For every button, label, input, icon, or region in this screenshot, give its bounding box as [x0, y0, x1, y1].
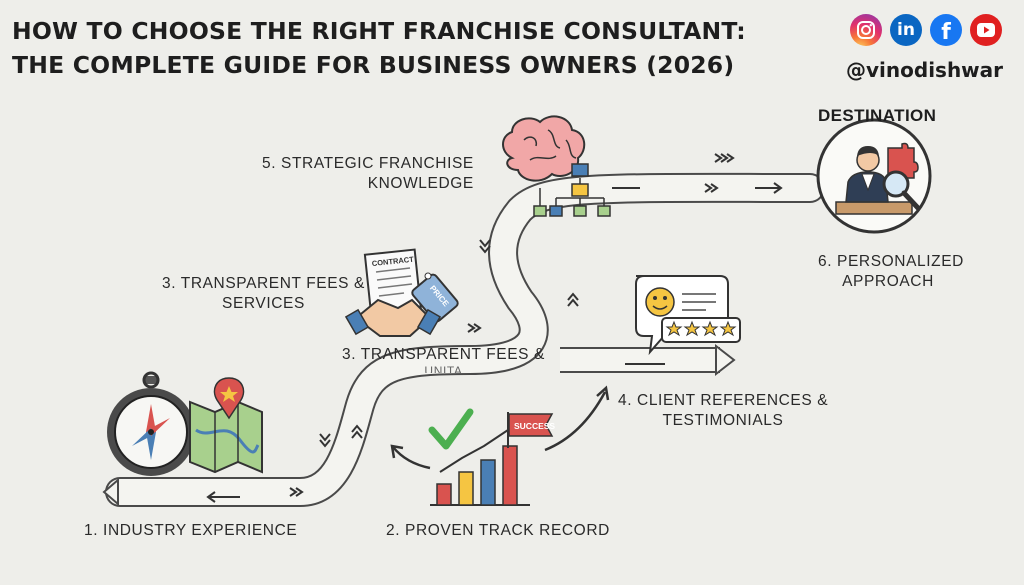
compass-icon — [107, 371, 195, 476]
instagram-icon[interactable] — [850, 14, 882, 46]
step-1-label: 1. INDUSTRY EXPERIENCE — [84, 522, 298, 539]
contract-text: CONTRACT — [371, 255, 414, 268]
step-2-label: 2. PROVEN TRACK RECORD — [386, 522, 610, 539]
social-links: in f — [850, 14, 1002, 46]
step-4-line-1: 4. CLIENT REFERENCES & — [618, 392, 829, 409]
facebook-glyph: f — [941, 19, 951, 45]
step-4-label: 4. CLIENT REFERENCES & TESTIMONIALS — [618, 391, 828, 431]
growth-chart-icon — [428, 408, 554, 506]
step-6-label: 6. PERSONALIZED APPROACH — [818, 252, 964, 292]
contract-handshake-icon — [344, 248, 459, 337]
testimonial-bubble-icon — [635, 275, 741, 356]
linkedin-icon[interactable]: in — [890, 14, 922, 46]
page-title: HOW TO CHOOSE THE RIGHT FRANCHISE CONSUL… — [12, 14, 746, 82]
step-3-duplicate-line-2: UNITA — [424, 365, 463, 373]
youtube-icon[interactable] — [970, 14, 1002, 46]
step-3-line-1: 3. TRANSPARENT FEES & — [162, 275, 365, 292]
lane-arrows — [206, 153, 783, 503]
title-line-2: THE COMPLETE GUIDE FOR BUSINESS OWNERS (… — [12, 51, 735, 79]
youtube-glyph — [977, 23, 995, 37]
step-6-line-1: 6. PERSONALIZED — [818, 253, 964, 270]
success-flag-text: SUCCESS — [514, 421, 555, 431]
flowchart-icon — [533, 163, 611, 217]
facebook-icon[interactable]: f — [930, 14, 962, 46]
step-3-label: 3. TRANSPARENT FEES & SERVICES — [162, 274, 365, 314]
title-line-1: HOW TO CHOOSE THE RIGHT FRANCHISE CONSUL… — [12, 17, 746, 45]
road-surface — [107, 174, 823, 505]
social-handle: @vinodishwar — [846, 58, 1004, 82]
map-icon — [189, 377, 263, 474]
brain-icon — [502, 115, 586, 182]
step-3-duplicate-line-1: 3. TRANSPARENT FEES & — [342, 346, 545, 363]
step-3-duplicate-label: 3. TRANSPARENT FEES & UNITA — [342, 345, 545, 373]
step-4-line-2: TESTIMONIALS — [662, 412, 784, 429]
step-5-line-2: KNOWLEDGE — [367, 175, 474, 192]
destination-heading: DESTINATION — [818, 106, 937, 125]
step-5-line-1: 5. STRATEGIC FRANCHISE — [262, 155, 474, 172]
instagram-glyph — [857, 21, 875, 39]
step-6-line-2: APPROACH — [842, 273, 934, 290]
step-3-line-2: SERVICES — [222, 295, 305, 312]
consultant-destination-icon — [816, 118, 932, 234]
step-5-label: 5. STRATEGIC FRANCHISE KNOWLEDGE — [262, 154, 474, 194]
linkedin-glyph: in — [897, 20, 915, 40]
